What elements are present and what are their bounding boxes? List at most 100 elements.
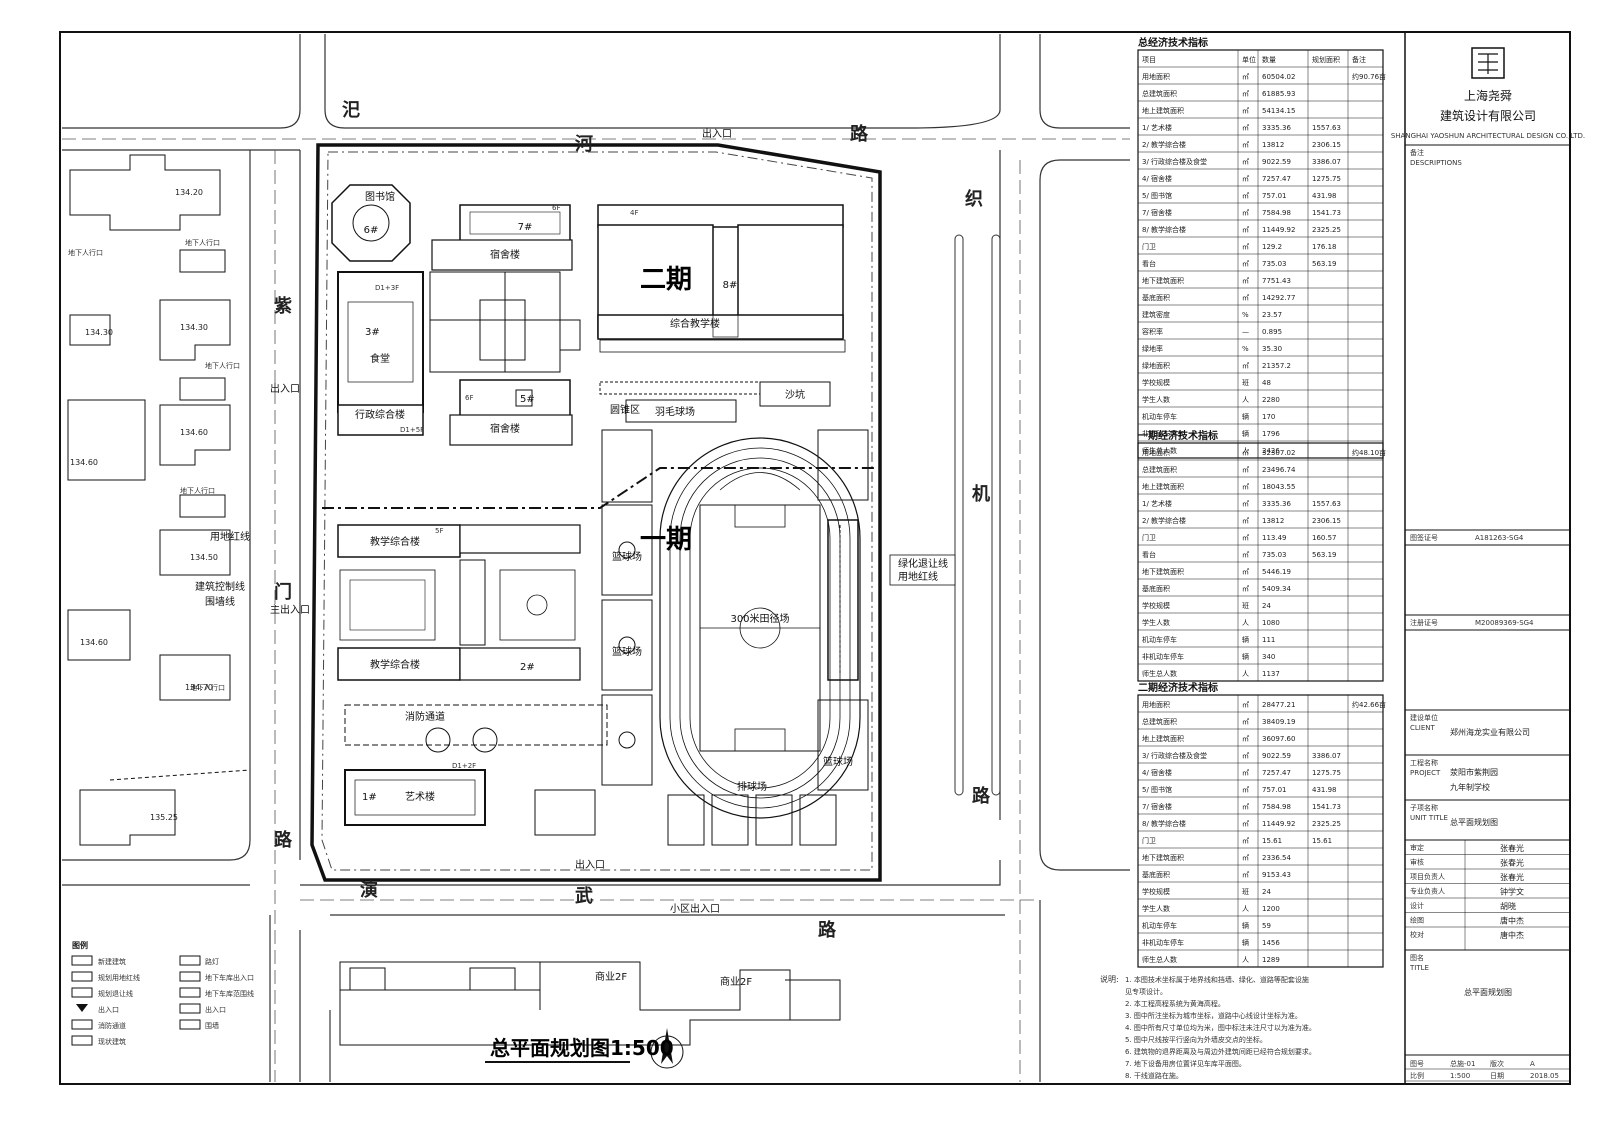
- notes-label: 备注: [1410, 148, 1424, 157]
- teaching-south-label: 教学综合楼: [370, 658, 420, 671]
- b1-name: 艺术楼: [405, 790, 435, 803]
- svg-text:地下车库出入口: 地下车库出入口: [205, 973, 254, 982]
- signer-rows: 审定张春光审核张春光项目负责人张春光专业负责人钟学文设计胡晓绘图唐中杰校对唐中杰: [1405, 839, 1570, 950]
- table-total-cell: 看台: [1142, 259, 1156, 268]
- table-phase1-cell: 非机动车停车: [1142, 652, 1184, 661]
- table-phase2-cell: ㎡: [1242, 837, 1249, 845]
- commercial-label-1: 商业2F: [595, 970, 627, 983]
- svg-text:路: 路: [818, 919, 837, 941]
- bottom-cell: 2018.05: [1530, 1072, 1559, 1080]
- signer-role: 审核: [1410, 858, 1424, 867]
- commercial-label-2: 商业2F: [720, 975, 752, 988]
- b6-num: 6#: [364, 225, 379, 236]
- reg-label: 注册证号: [1410, 618, 1438, 627]
- table-total-cell: 容积率: [1142, 327, 1163, 336]
- table-phase2-cell: 门卫: [1142, 836, 1156, 845]
- drawing-name-label-en: TITLE: [1409, 964, 1429, 972]
- b7-num: 7#: [518, 222, 533, 233]
- table-total-cell: ㎡: [1242, 243, 1249, 251]
- svg-text:5. 图中尺线按平行竖向为外墙皮交点的坐标。: 5. 图中尺线按平行竖向为外墙皮交点的坐标。: [1125, 1035, 1267, 1044]
- table-total-cell: 非机动车停车: [1142, 429, 1184, 438]
- table-phase1-cell: 1557.63: [1312, 500, 1341, 508]
- b2-floors: 5F: [435, 527, 443, 535]
- table-phase2-cell: 9022.59: [1262, 752, 1291, 760]
- svg-text:134.20: 134.20: [175, 188, 203, 197]
- svg-text:7. 地下设备用房位置详见车库平面图。: 7. 地下设备用房位置详见车库平面图。: [1125, 1059, 1246, 1068]
- b7-name: 宿舍楼: [490, 248, 520, 261]
- signer-role: 设计: [1410, 901, 1424, 910]
- table-total-cell: 3/ 行政综合楼及食堂: [1142, 157, 1207, 166]
- subproject-label: 子项名称: [1410, 803, 1438, 812]
- svg-text:6. 建筑物的退界距离及与周边外建筑间距已经符合规划要求。: 6. 建筑物的退界距离及与周边外建筑间距已经符合规划要求。: [1125, 1047, 1316, 1056]
- b7-floors: 6F: [552, 204, 560, 212]
- table-total-cell: 7257.47: [1262, 175, 1291, 183]
- table-phase1-cell: ㎡: [1242, 517, 1249, 525]
- table-phase1-cell: ㎡: [1242, 449, 1249, 457]
- table-total-cell: ㎡: [1242, 192, 1249, 200]
- table-phase1-cell: 563.19: [1312, 551, 1337, 559]
- table-total-cell: 1541.73: [1312, 209, 1341, 217]
- svg-text:紫: 紫: [274, 295, 292, 317]
- svg-text:围墙线: 围墙线: [205, 595, 235, 608]
- b8-floors: 4F: [630, 209, 638, 217]
- basketball-label-3: 篮球场: [823, 755, 853, 768]
- table-total-cell: ㎡: [1242, 107, 1249, 115]
- table-phase2-cell: 15.61: [1312, 837, 1332, 845]
- table-total-cell: 师生总人数: [1142, 446, 1177, 455]
- roads: [62, 34, 1130, 1082]
- table-phase1-cell: 735.03: [1262, 551, 1287, 559]
- running-track: [659, 437, 861, 819]
- project-label-en: PROJECT: [1410, 769, 1441, 777]
- table-total-cell: 54134.15: [1262, 107, 1295, 115]
- table-total-cell: 1/ 艺术楼: [1142, 123, 1172, 132]
- b8-num: 8#: [723, 280, 738, 291]
- table-total-cell: 14292.77: [1262, 294, 1295, 302]
- table-total-cell: 辆: [1242, 412, 1249, 421]
- bottom-cell: 比例: [1410, 1071, 1424, 1080]
- phase2-label: 二期: [640, 265, 692, 295]
- table-phase2-cell: 9153.43: [1262, 871, 1291, 879]
- table-phase1-cell: ㎡: [1242, 483, 1249, 491]
- b3-floors: D1+3F: [375, 284, 399, 292]
- signer-name: 张春光: [1500, 858, 1524, 868]
- svg-text:8. 干线道路在施。: 8. 干线道路在施。: [1125, 1071, 1183, 1080]
- b2-num: 2#: [520, 662, 535, 673]
- svg-text:路: 路: [850, 123, 869, 145]
- legend: 图例 新建建筑 规划用地红线 规划退让线 出入口 消防通道 现状建筑 路灯 地下…: [71, 940, 254, 1046]
- signer-role: 绘图: [1410, 916, 1424, 925]
- svg-text:图例: 图例: [72, 940, 88, 950]
- table-phase1-cell: 人: [1242, 670, 1249, 678]
- table-phase2-cell: 约42.66亩: [1352, 700, 1386, 709]
- table-phase1-cell: 辆: [1242, 635, 1249, 644]
- table-total-cell: 3335.36: [1262, 124, 1291, 132]
- table-phase1-title: 一期经济技术指标: [1138, 429, 1218, 442]
- svg-text:出入口: 出入口: [702, 127, 732, 140]
- svg-text:出入口: 出入口: [270, 382, 300, 395]
- table-phase1-cell: 2/ 教学综合楼: [1142, 516, 1186, 525]
- table-total-cell: 规划面积: [1312, 55, 1340, 64]
- table-total-cell: 班: [1242, 378, 1249, 387]
- signer-name: 张春光: [1500, 843, 1524, 853]
- svg-text:说明:: 说明:: [1100, 974, 1119, 984]
- table-phase1-cell: 1/ 艺术楼: [1142, 499, 1172, 508]
- table-total-cell: 7751.43: [1262, 277, 1291, 285]
- table-total-cell: 21357.2: [1262, 362, 1291, 370]
- table-total-cell: %: [1242, 311, 1249, 319]
- b5-num: 5#: [520, 394, 535, 405]
- table-phase2-cell: 11449.92: [1262, 820, 1295, 828]
- signer-name: 唐中杰: [1500, 916, 1524, 926]
- table-phase1-cell: 基底面积: [1142, 584, 1170, 593]
- table-total-cell: 绿地率: [1142, 344, 1163, 353]
- b3-num: 3#: [365, 327, 380, 338]
- svg-text:机: 机: [972, 484, 990, 505]
- project-name-1: 荥阳市紫荆园: [1450, 767, 1498, 777]
- signer-role: 审定: [1410, 843, 1424, 852]
- company-name-1: 上海尧舜: [1464, 88, 1512, 103]
- svg-text:134.60: 134.60: [70, 458, 98, 467]
- table-phase1-cell: ㎡: [1242, 500, 1249, 508]
- badminton-label: 羽毛球场: [655, 405, 695, 418]
- table-phase2-cell: 24: [1262, 888, 1271, 896]
- table-phase1-cell: 师生总人数: [1142, 669, 1177, 678]
